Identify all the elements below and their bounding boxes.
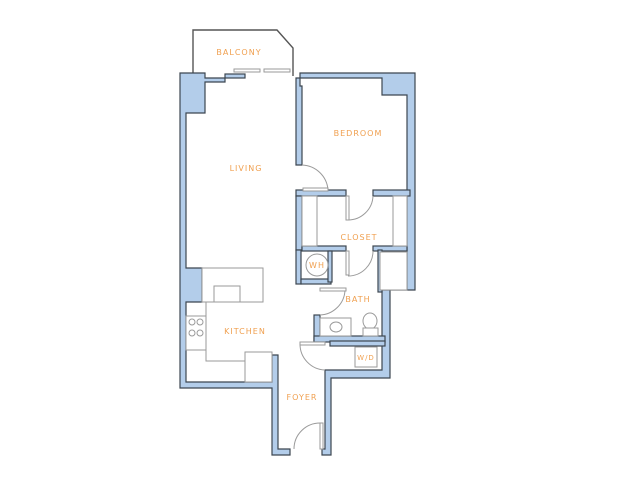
room-label-bath: BATH bbox=[345, 295, 370, 304]
room-label-bedroom: BEDROOM bbox=[334, 129, 383, 138]
room-label-water-heater: WH bbox=[309, 261, 325, 270]
balcony-railing bbox=[192, 29, 294, 76]
room-label-washer-dryer: W/D bbox=[357, 354, 375, 362]
doors bbox=[293, 164, 374, 450]
room-label-kitchen: KITCHEN bbox=[224, 327, 266, 336]
room-label-living: LIVING bbox=[230, 164, 263, 173]
room-label-closet: CLOSET bbox=[340, 233, 377, 242]
fixtures bbox=[185, 195, 408, 383]
room-label-foyer: FOYER bbox=[287, 393, 318, 402]
room-label-balcony: BALCONY bbox=[216, 48, 261, 57]
